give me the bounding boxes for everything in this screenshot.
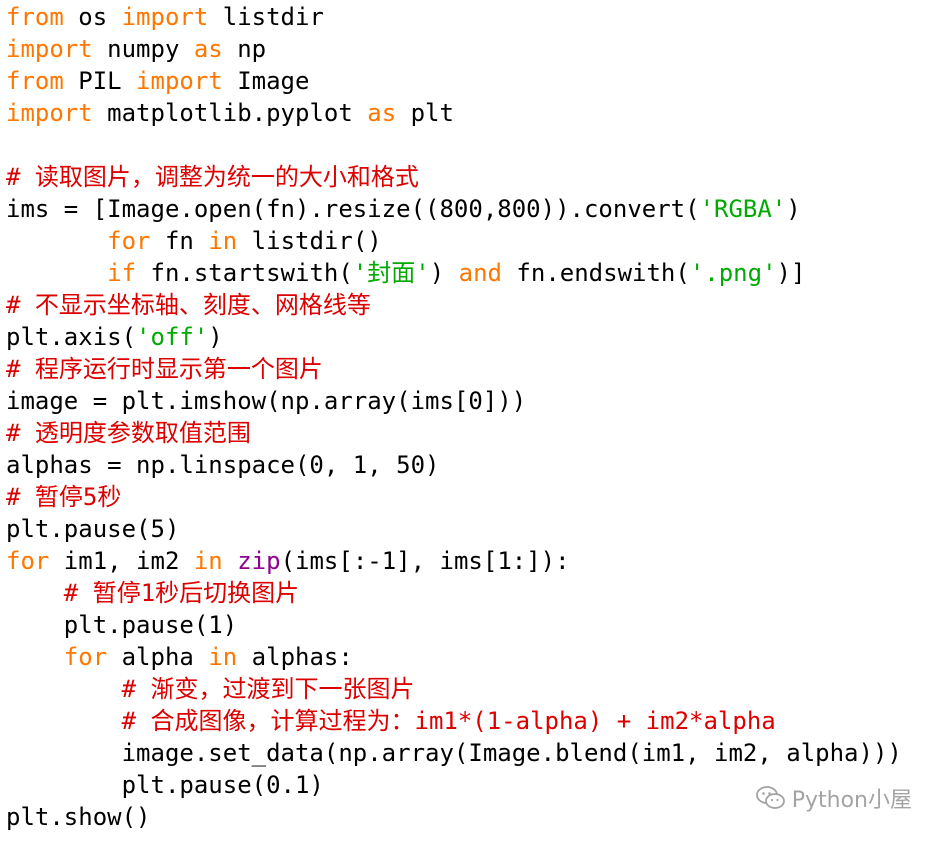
- code-text: Image: [222, 67, 310, 95]
- comment-token: # 读取图片，调整为统一的大小和格式: [6, 163, 419, 191]
- code-line: ims = [Image.open(fn).resize((800,800)).…: [6, 193, 940, 225]
- code-line: for fn in listdir(): [6, 225, 940, 257]
- code-text: [6, 259, 107, 287]
- code-text: ): [429, 259, 459, 287]
- wechat-icon: [755, 785, 786, 811]
- code-text: [6, 707, 122, 735]
- code-text: plt.axis(: [6, 323, 137, 351]
- code-text: fn.startswith(: [136, 259, 353, 287]
- code-line: plt.pause(5): [6, 513, 940, 545]
- keyword-token: import: [6, 99, 93, 127]
- comment-token: # 暂停1秒后切换图片: [63, 579, 300, 607]
- keyword-token: for: [107, 227, 151, 255]
- comment-token: # 合成图像，计算过程为：im1*(1-alpha) + im2*alpha: [121, 707, 776, 735]
- keyword-token: in: [193, 547, 223, 575]
- keyword-token: for: [63, 643, 108, 671]
- code-line: # 暂停1秒后切换图片: [6, 577, 940, 609]
- code-line: # 渐变，过渡到下一张图片: [6, 673, 940, 705]
- code-text: image.set_data(np.array(Image.blend(im1,…: [6, 739, 902, 767]
- keyword-token: import: [6, 35, 93, 63]
- keyword-token: in: [208, 643, 238, 671]
- keyword-token: for: [6, 547, 50, 575]
- keyword-token: import: [121, 3, 209, 31]
- code-line: # 读取图片，调整为统一的大小和格式: [6, 161, 940, 193]
- code-text: [223, 547, 237, 575]
- code-line: import matplotlib.pyplot as plt: [6, 97, 940, 129]
- code-text: [6, 579, 64, 607]
- code-text: PIL: [63, 67, 137, 95]
- code-text: [6, 675, 122, 703]
- code-line: alphas = np.linspace(0, 1, 50): [6, 449, 940, 481]
- code-text: im1, im2: [49, 547, 194, 575]
- code-text: os: [63, 3, 122, 31]
- code-text: alphas:: [237, 643, 353, 671]
- code-text: plt: [396, 99, 454, 127]
- string-token: 'RGBA': [699, 195, 787, 223]
- code-text: ): [208, 323, 223, 351]
- code-text: np: [222, 35, 267, 63]
- code-line: # 合成图像，计算过程为：im1*(1-alpha) + im2*alpha: [6, 705, 940, 737]
- code-text: plt.pause(0.1): [6, 771, 324, 799]
- keyword-token: from: [6, 67, 64, 95]
- keyword-token: as: [367, 99, 397, 127]
- string-token: '.png': [689, 259, 777, 287]
- code-line: # 程序运行时显示第一个图片: [6, 353, 940, 385]
- watermark: Python小屋: [755, 782, 912, 814]
- code-text: ims = [Image.open(fn).resize((800,800)).…: [6, 195, 700, 223]
- watermark-text: Python小屋: [791, 788, 912, 813]
- code-text: plt.pause(1): [6, 611, 238, 639]
- comment-token: # 不显示坐标轴、刻度、网格线等: [6, 291, 371, 319]
- code-text: alpha: [107, 643, 209, 671]
- code-text: numpy: [92, 35, 194, 63]
- code-line: # 不显示坐标轴、刻度、网格线等: [6, 289, 940, 321]
- builtin-token: zip: [237, 547, 281, 575]
- keyword-token: from: [6, 3, 64, 31]
- code-text: fn.endswith(: [501, 259, 690, 287]
- code-text: listdir(): [237, 227, 382, 255]
- keyword-token: in: [208, 227, 238, 255]
- code-text: alphas = np.linspace(0, 1, 50): [6, 451, 440, 479]
- code-line: from PIL import Image: [6, 65, 940, 97]
- code-text: fn: [150, 227, 209, 255]
- code-text: ): [786, 195, 801, 223]
- string-token: 'off': [136, 323, 209, 351]
- keyword-token: if: [107, 259, 137, 287]
- code-line: from os import listdir: [6, 1, 940, 33]
- keyword-token: and: [458, 259, 502, 287]
- code-line: image.set_data(np.array(Image.blend(im1,…: [6, 737, 940, 769]
- code-text: matplotlib.pyplot: [92, 99, 368, 127]
- code-line: # 透明度参数取值范围: [6, 417, 940, 449]
- keyword-token: import: [136, 67, 223, 95]
- string-token: '封面': [352, 259, 430, 287]
- code-line: image = plt.imshow(np.array(ims[0])): [6, 385, 940, 417]
- code-text: [6, 643, 64, 671]
- code-line: if fn.startswith('封面') and fn.endswith('…: [6, 257, 940, 289]
- code-line: plt.show(): [6, 801, 940, 833]
- code-text: plt.show(): [6, 803, 151, 831]
- code-line: plt.axis('off'): [6, 321, 940, 353]
- code-line: # 暂停5秒: [6, 481, 940, 513]
- comment-token: # 透明度参数取值范围: [6, 419, 251, 447]
- code-line: import numpy as np: [6, 33, 940, 65]
- code-text: plt.pause(5): [6, 515, 180, 543]
- code-text: )]: [776, 259, 806, 287]
- comment-token: # 暂停5秒: [6, 483, 122, 511]
- code-text: [6, 227, 107, 255]
- code-text: (ims[:-1], ims[1:]):: [280, 547, 570, 575]
- code-line: for im1, im2 in zip(ims[:-1], ims[1:]):: [6, 545, 940, 577]
- comment-token: # 程序运行时显示第一个图片: [6, 355, 323, 383]
- code-line: for alpha in alphas:: [6, 641, 940, 673]
- code-line: [6, 129, 940, 161]
- code-line: plt.pause(1): [6, 609, 940, 641]
- comment-token: # 渐变，过渡到下一张图片: [121, 675, 415, 703]
- code-text: image = plt.imshow(np.array(ims[0])): [6, 387, 527, 415]
- code-text: listdir: [208, 3, 324, 31]
- keyword-token: as: [193, 35, 223, 63]
- code-line: plt.pause(0.1): [6, 769, 940, 801]
